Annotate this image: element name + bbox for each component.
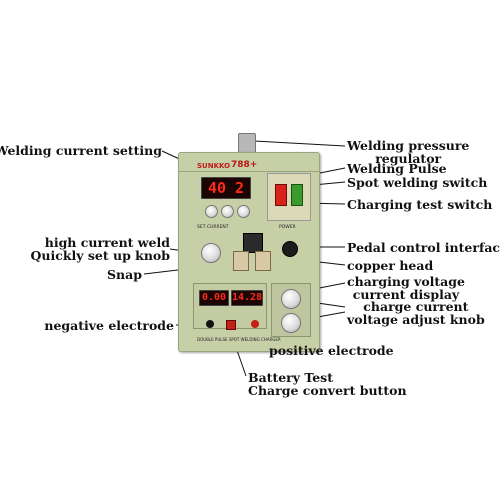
label-charge-current: charge current voltage adjust knob: [347, 299, 485, 327]
device-model: 788+: [231, 160, 258, 170]
label-positive-electrode: positive electrode: [269, 343, 394, 358]
label-charging-test-switch: Charging test switch: [347, 197, 493, 212]
label-welding-pulse: Welding Pulse: [347, 161, 447, 176]
charge-voltage-knob[interactable]: [281, 289, 301, 309]
charge-current-knob[interactable]: [281, 313, 301, 333]
label-battery-test: Battery Test Charge convert button: [248, 370, 407, 398]
pedal-jack[interactable]: [282, 241, 298, 257]
set-current-label: SET CURRENT: [197, 225, 229, 230]
copper-head-right: [255, 251, 271, 271]
setting-button-1[interactable]: [205, 205, 218, 218]
setting-button-2[interactable]: [221, 205, 234, 218]
device-brand: SUNKKO: [197, 162, 231, 170]
spot-welding-switch[interactable]: [275, 184, 287, 206]
negative-electrode-terminal[interactable]: [206, 320, 214, 328]
label-negative-electrode: negative electrode: [44, 318, 174, 333]
welding-current-display: 40 2: [201, 177, 251, 199]
positive-electrode-terminal[interactable]: [251, 320, 259, 328]
device-bottom-caption: DOUBLE PULSE SPOT WELDING CHARGER: [197, 337, 281, 342]
voltage-display: 0.00: [199, 290, 229, 306]
label-charging-voltage: charging voltage current display: [347, 274, 465, 302]
label-welding-pressure-regulator: Welding pressure regulator: [347, 138, 470, 166]
copper-head-left: [233, 251, 249, 271]
power-label: POWER: [279, 225, 296, 230]
label-spot-welding-switch: Spot welding switch: [347, 175, 488, 190]
label-pedal-control-interface: Pedal control interface: [347, 240, 500, 255]
welding-head: [243, 233, 263, 253]
switch-panel: [267, 173, 311, 221]
high-current-knob[interactable]: [201, 243, 221, 263]
setting-button-3[interactable]: [237, 205, 250, 218]
label-high-current-weld: high current weld Quickly set up knob: [30, 235, 170, 263]
leader-welding-pressure: [253, 140, 346, 147]
battery-test-button[interactable]: [226, 320, 236, 330]
charging-test-switch[interactable]: [291, 184, 303, 206]
label-welding-current-setting: Welding current setting: [0, 143, 162, 158]
spot-welder-device: SUNKKO 788+ 40 2 SET CURRENT POWER 0.00 …: [178, 152, 320, 352]
current-display: 14.28: [231, 290, 263, 306]
label-copper-head: copper head: [347, 258, 434, 273]
label-snap: Snap: [107, 267, 142, 282]
